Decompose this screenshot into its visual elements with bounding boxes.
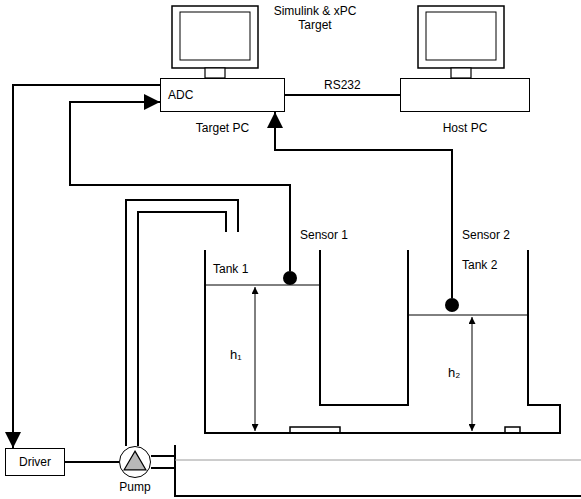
tank-valve bbox=[505, 427, 520, 433]
level-dimension bbox=[472, 317, 473, 431]
signal-wire bbox=[285, 94, 400, 96]
node-label: ADC bbox=[168, 88, 193, 102]
water-level bbox=[408, 315, 528, 316]
node-label: Pump bbox=[100, 480, 170, 494]
signal-wire bbox=[13, 85, 160, 448]
level-dimension bbox=[255, 287, 256, 431]
node-label: Host PC bbox=[381, 121, 549, 135]
tank-wall bbox=[205, 250, 560, 433]
level-label: h₂ bbox=[448, 366, 460, 380]
software-label: Simulink & xPC Target bbox=[265, 4, 365, 32]
level-sensor: Sensor 1 bbox=[283, 271, 297, 285]
level-label: h₁ bbox=[230, 348, 242, 362]
reservoir-water bbox=[175, 460, 581, 461]
monitor-frame bbox=[418, 6, 504, 68]
tank-label: Tank 1 bbox=[213, 262, 248, 276]
reservoir-wall bbox=[175, 445, 581, 496]
pump-impeller bbox=[120, 447, 150, 477]
node-caption: Target PC bbox=[141, 121, 304, 135]
monitor-screen bbox=[426, 12, 496, 60]
driver-box: Driver bbox=[5, 448, 65, 476]
target-pc-case: ADCTarget PC bbox=[160, 78, 285, 112]
monitor-stand bbox=[451, 68, 471, 78]
suction-pipe bbox=[151, 455, 175, 457]
supply-pipe bbox=[138, 212, 226, 446]
signal-wire bbox=[70, 102, 290, 271]
level-sensor: Sensor 2 bbox=[445, 298, 459, 312]
signal-wire bbox=[65, 461, 119, 463]
pump-symbol: Pump bbox=[119, 446, 151, 478]
tank-wall bbox=[320, 250, 408, 405]
tank-valve bbox=[290, 427, 340, 433]
supply-pipe bbox=[126, 200, 238, 446]
node-label: Sensor 2 bbox=[462, 228, 510, 242]
tank-label: Tank 2 bbox=[462, 258, 497, 272]
monitor-frame bbox=[172, 6, 258, 68]
monitor-stand bbox=[205, 68, 225, 78]
node-label: Sensor 1 bbox=[300, 228, 348, 242]
suction-pipe bbox=[151, 467, 175, 469]
water-level bbox=[205, 285, 320, 286]
pump-triangle bbox=[124, 451, 146, 470]
link-label: RS232 bbox=[322, 78, 363, 92]
node-label: Driver bbox=[19, 455, 51, 469]
monitor-screen bbox=[180, 12, 250, 60]
signal-wire bbox=[275, 112, 452, 298]
host-pc-case: Host PC bbox=[400, 78, 530, 112]
